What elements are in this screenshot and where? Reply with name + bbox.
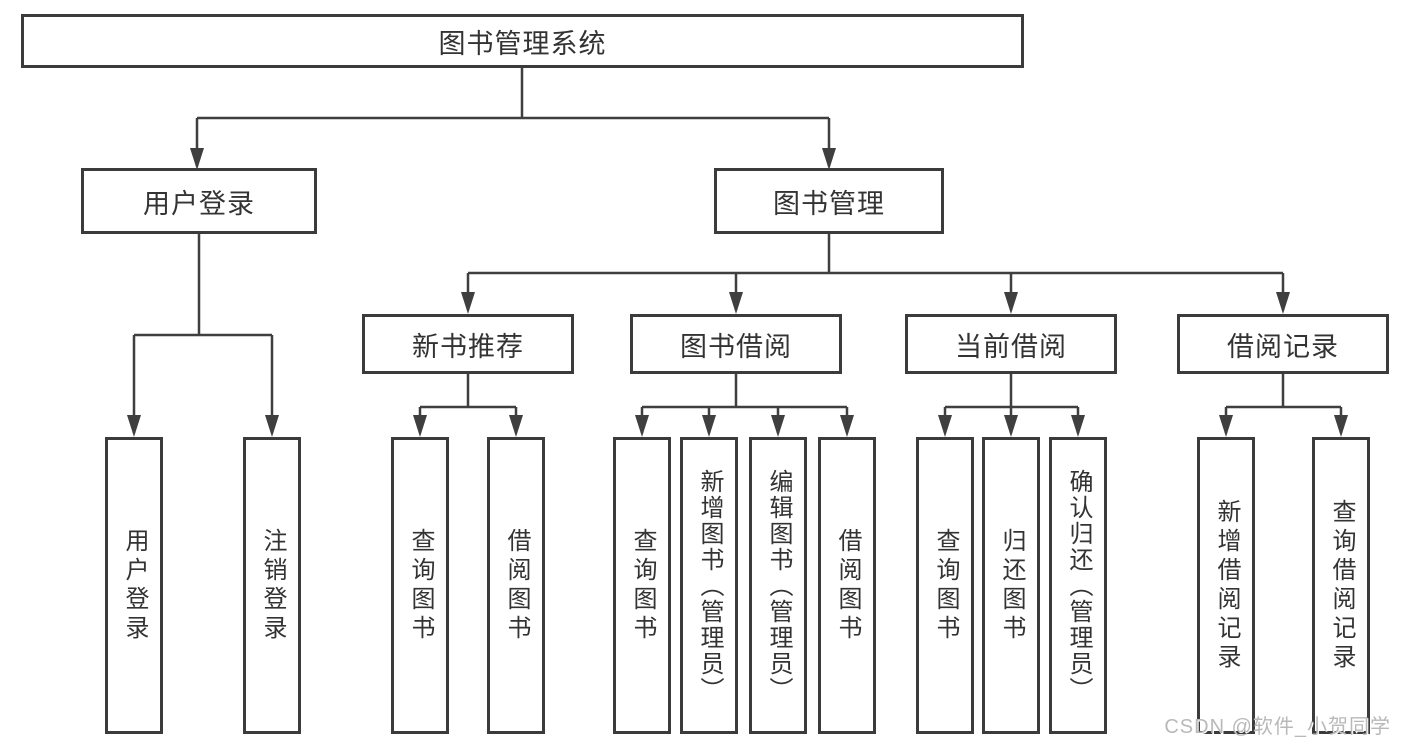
leaf-borrow-books-recommend: 借阅图书	[487, 437, 545, 734]
leaf-add-books-admin: 新增图书（管理员）	[680, 437, 738, 734]
node-library-management-system: 图书管理系统	[21, 14, 1024, 68]
node-book-borrowing: 图书借阅	[630, 314, 842, 374]
leaf-query-borrow-record: 查询借阅记录	[1312, 437, 1370, 734]
leaf-borrow-books-borrowing: 借阅图书	[818, 437, 876, 734]
leaf-query-books-borrowing: 查询图书	[613, 437, 671, 734]
leaf-user-login: 用户登录	[105, 437, 163, 734]
leaf-query-books-recommend: 查询图书	[391, 437, 449, 734]
node-current-borrowing: 当前借阅	[905, 314, 1117, 374]
leaf-add-borrow-record: 新增借阅记录	[1197, 437, 1255, 734]
node-book-management: 图书管理	[714, 168, 944, 234]
leaf-edit-books-admin: 编辑图书（管理员）	[749, 437, 807, 734]
node-new-book-recommendation: 新书推荐	[362, 314, 574, 374]
leaf-return-books: 归还图书	[982, 437, 1040, 734]
leaf-logout: 注销登录	[243, 437, 301, 734]
leaf-confirm-return-admin: 确认归还（管理员）	[1049, 437, 1107, 734]
csdn-watermark: CSDN @软件_小贺同学	[1164, 716, 1391, 738]
node-borrowing-records: 借阅记录	[1177, 314, 1389, 374]
node-user-login-branch: 用户登录	[81, 168, 317, 234]
leaf-query-books-current: 查询图书	[916, 437, 974, 734]
